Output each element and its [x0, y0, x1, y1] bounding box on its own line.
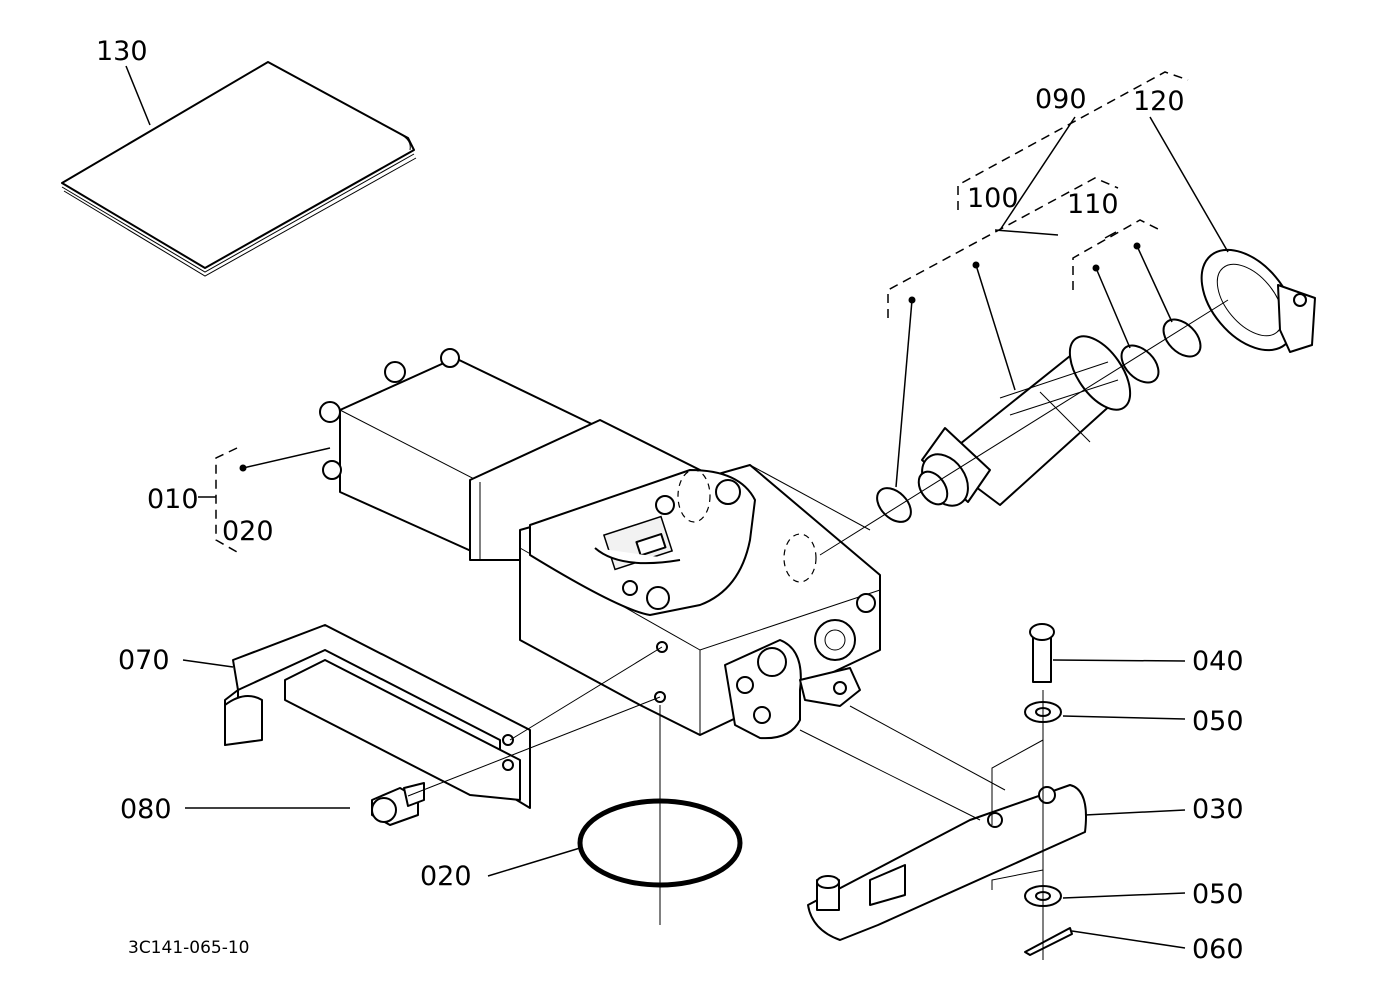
leader-130 — [125, 65, 151, 126]
part-labels: 130 090 120 100 110 010 020 070 080 020 … — [96, 36, 1244, 965]
label-010: 010 — [147, 484, 199, 515]
clamp-120 — [1200, 248, 1316, 353]
valve-body — [319, 348, 881, 740]
label-050-bottom: 050 — [1192, 879, 1244, 910]
filter-cartridge — [917, 335, 1132, 507]
o-ring-small-cartridge — [876, 487, 912, 523]
label-100: 100 — [967, 183, 1019, 214]
leader-lines — [182, 116, 1229, 949]
o-ring-110-a — [1120, 344, 1160, 384]
label-020-top: 020 — [222, 516, 274, 547]
lever-arm-030 — [807, 784, 1087, 941]
group-brackets — [215, 71, 1189, 553]
label-080: 080 — [120, 794, 172, 825]
label-020-bottom: 020 — [420, 861, 472, 892]
label-120: 120 — [1133, 86, 1185, 117]
label-070: 070 — [118, 645, 170, 676]
label-110: 110 — [1067, 189, 1119, 220]
label-130: 130 — [96, 36, 148, 67]
o-ring-110-b — [1162, 318, 1202, 358]
label-060: 060 — [1192, 934, 1244, 965]
axis-lines — [407, 299, 1229, 960]
pin-040 — [1029, 623, 1055, 683]
drawing-code: 3C141-065-10 — [128, 938, 249, 958]
manual-booklet — [61, 61, 417, 277]
label-030: 030 — [1192, 794, 1244, 825]
cotter-pin-060 — [1024, 927, 1073, 956]
label-090: 090 — [1035, 84, 1087, 115]
bolt-080 — [371, 782, 425, 826]
label-050-top: 050 — [1192, 706, 1244, 737]
label-040: 040 — [1192, 646, 1244, 677]
mounting-bracket — [224, 624, 531, 809]
